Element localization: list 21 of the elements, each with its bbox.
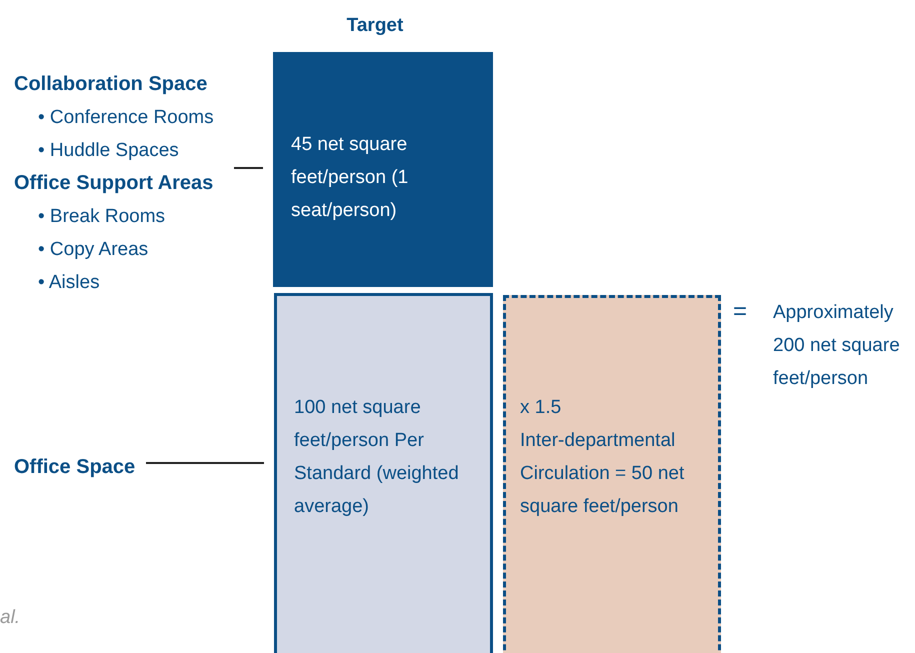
leader-line <box>146 462 264 464</box>
list-item: • Copy Areas <box>37 238 150 262</box>
office-space-box <box>274 293 493 653</box>
target-box <box>273 52 493 287</box>
box-text: 45 net square feet/person (1 seat/person) <box>291 133 410 223</box>
group-heading: Office Support Areas <box>14 171 214 196</box>
list-item: • Conference Rooms <box>37 106 215 130</box>
box-text: 100 net square feet/person Per Standard (weighted average) <box>294 396 460 519</box>
list-item: • Huddle Spaces <box>37 139 180 163</box>
list-item: • Aisles <box>37 271 101 295</box>
box-text: x 1.5 <box>520 396 562 420</box>
space-label: Office Space <box>14 455 136 480</box>
leader-line <box>234 167 263 169</box>
cut-off-note: al. <box>0 606 22 630</box>
circulation-box <box>503 295 721 653</box>
list-item: • Break Rooms <box>37 205 166 229</box>
column-heading: Target <box>346 14 404 38</box>
equals-sign: = <box>733 298 748 326</box>
group-heading: Collaboration Space <box>14 72 208 97</box>
box-text: Inter-departmental Circulation = 50 net square feet/person <box>520 429 686 519</box>
total-note: Approximately 200 net square feet/person <box>773 301 901 391</box>
